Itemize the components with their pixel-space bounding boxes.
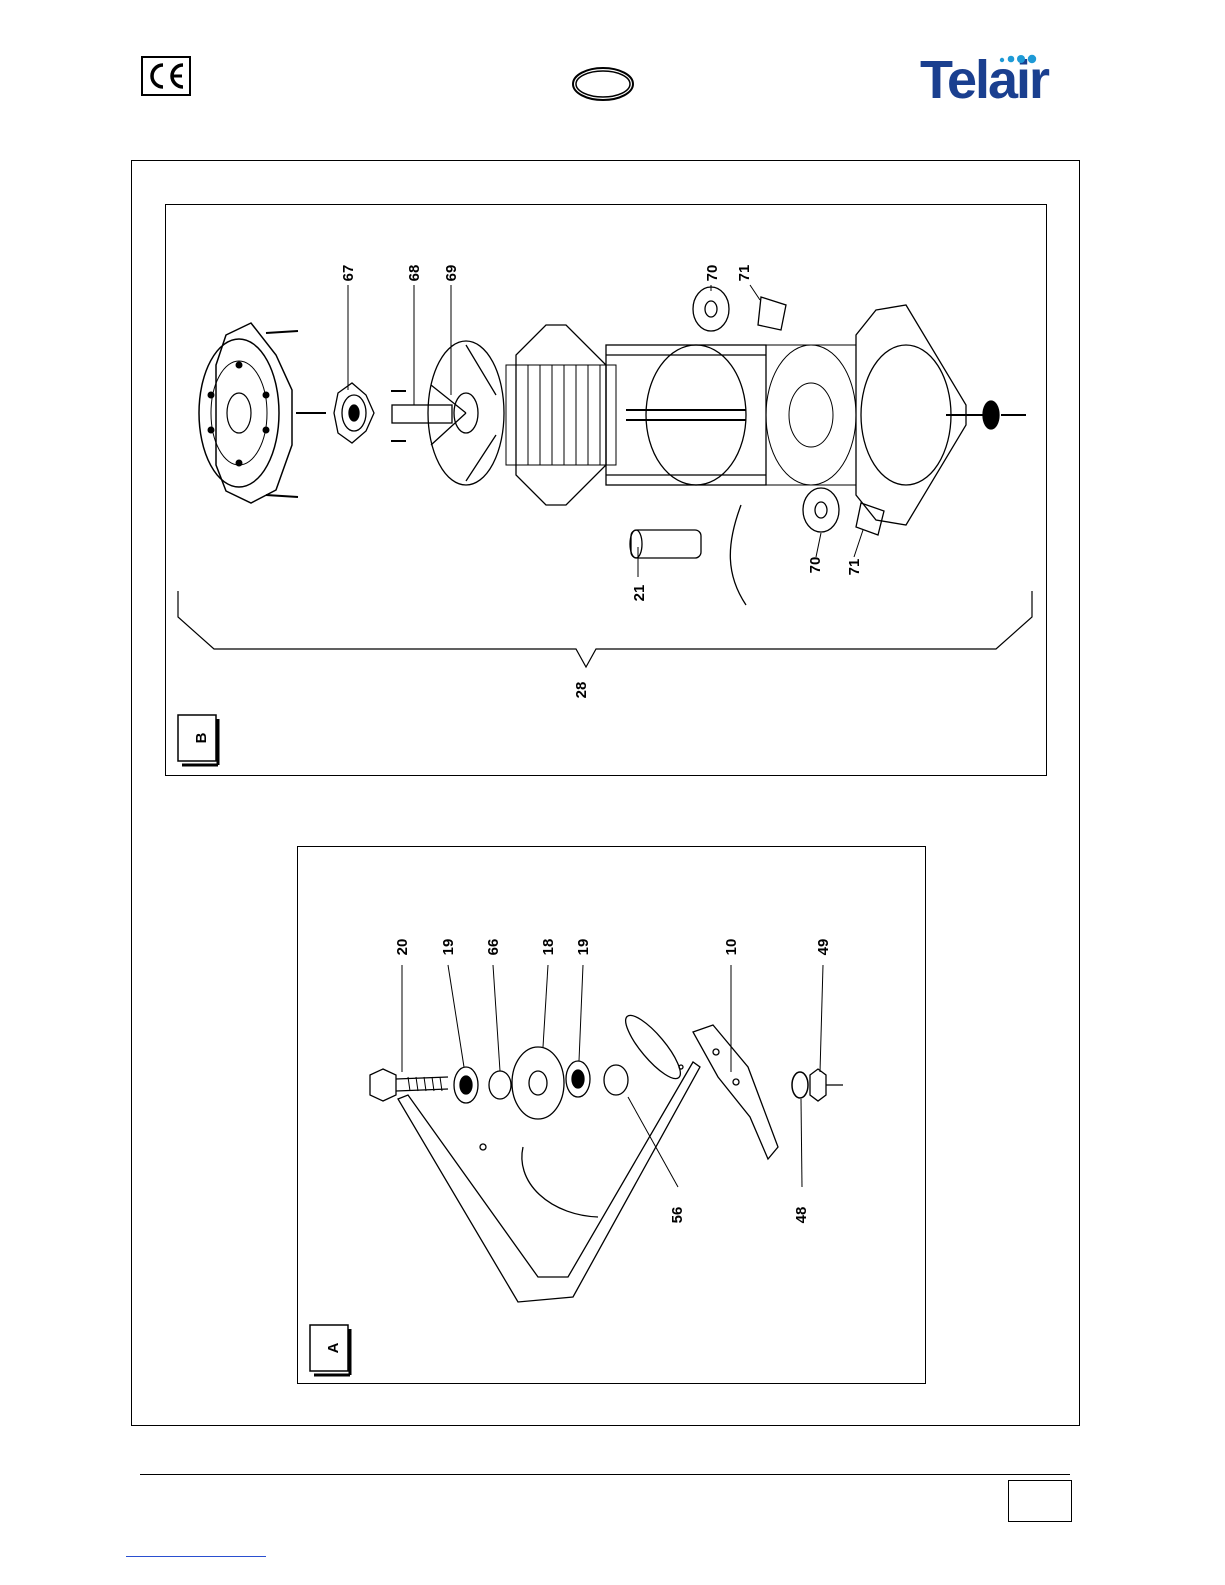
panel-a-label-box: A [310, 1325, 350, 1375]
page-number-box [1008, 1480, 1072, 1522]
callout-b-68: 68 [406, 265, 423, 282]
callout-a-66: 66 [485, 939, 502, 956]
callout-a-20: 20 [394, 939, 411, 956]
telair-logo: Telair [920, 48, 1072, 112]
callout-a-19-right: 19 [575, 939, 592, 956]
callout-b-71-top: 71 [736, 265, 753, 282]
callout-b-70-top: 70 [704, 265, 721, 282]
panel-b: B [165, 204, 1047, 776]
callout-b-70-bottom: 70 [807, 557, 824, 574]
callout-b-21: 21 [631, 585, 648, 602]
bracket-icon [693, 1025, 778, 1159]
callout-b-71-bottom: 71 [846, 559, 863, 576]
callout-a-49: 49 [815, 939, 832, 956]
flange-plate-icon [199, 323, 326, 503]
panel-a-label: A [325, 1342, 342, 1353]
lock-washer-icon [792, 1072, 808, 1098]
callout-a-10: 10 [723, 939, 740, 956]
callout-b-28: 28 [573, 682, 590, 699]
stator-housing-icon [516, 325, 766, 505]
bearing-flange-icon [334, 383, 406, 443]
end-bracket-icon [856, 305, 1026, 525]
callout-a-56: 56 [669, 1207, 686, 1224]
mounting-bracket-icon [758, 297, 884, 535]
oval-mark-icon [571, 66, 635, 102]
nut-icon [810, 1069, 843, 1101]
rotor-icon [506, 365, 616, 465]
capacitor-icon [630, 530, 701, 558]
callout-a-19-left: 19 [440, 939, 457, 956]
footer-link-underline[interactable] [126, 1556, 266, 1557]
coil-icon [766, 345, 856, 485]
panel-b-label: B [193, 732, 210, 743]
logo-dots-icon [920, 48, 1072, 112]
footer-rule [140, 1474, 1070, 1475]
assembly-brace [178, 591, 1032, 667]
callout-a-18: 18 [540, 939, 557, 956]
callout-a-48: 48 [793, 1207, 810, 1224]
panel-a-drawing: A [298, 847, 927, 1385]
spacer-icon [489, 1065, 628, 1099]
pulley-icon [512, 1047, 564, 1119]
panel-b-label-box: B [178, 715, 218, 765]
fan-shaft-icon [392, 341, 504, 485]
callout-b-67: 67 [340, 265, 357, 282]
ce-mark-icon [141, 56, 191, 96]
callout-b-69: 69 [443, 265, 460, 282]
panel-b-drawing: B [166, 205, 1048, 777]
cable-icon [730, 505, 746, 605]
panel-a: A [297, 846, 926, 1384]
bearing-icon [454, 1061, 590, 1103]
mounting-plate-icon [398, 1009, 700, 1302]
